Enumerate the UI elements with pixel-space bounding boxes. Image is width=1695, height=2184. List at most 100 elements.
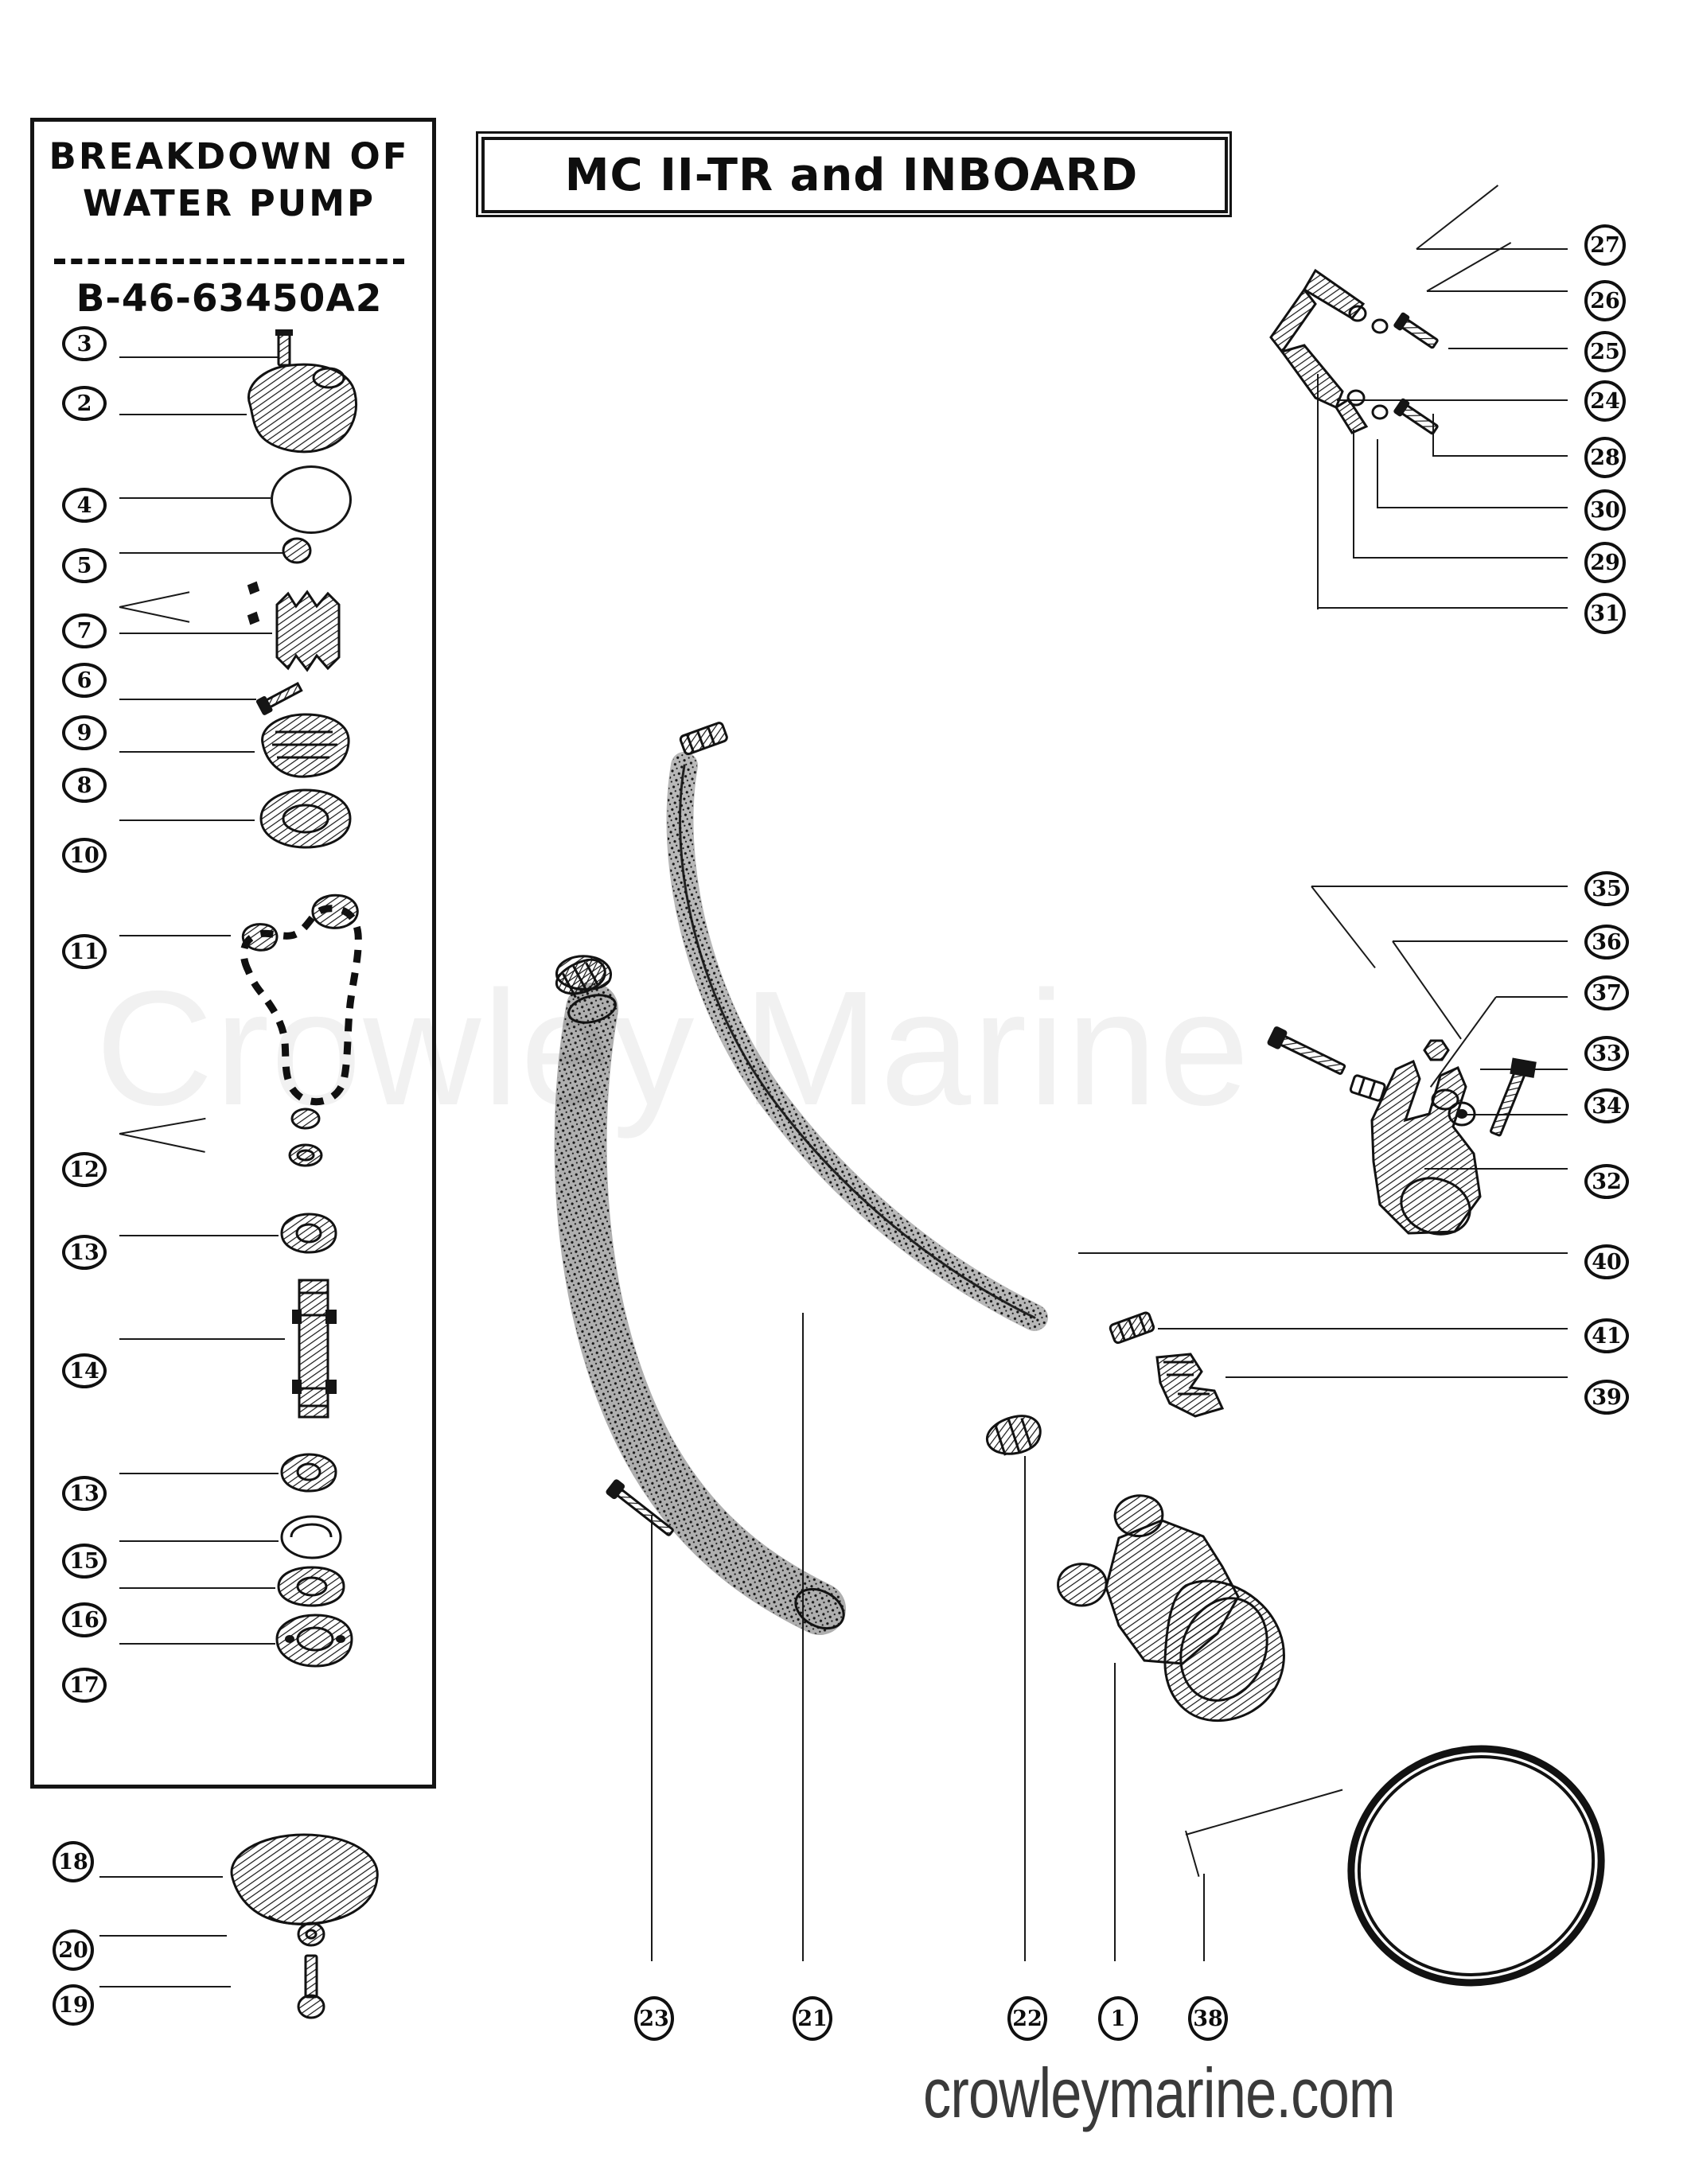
callout-34[interactable]: 34 (1584, 1088, 1629, 1123)
callout-20[interactable]: 20 (53, 1929, 94, 1971)
callout-13[interactable]: 13 (62, 1235, 107, 1270)
callout-17[interactable]: 17 (62, 1668, 107, 1703)
part-fasteners-cluster-top (1346, 305, 1439, 435)
leader-line (119, 552, 282, 554)
callout-41[interactable]: 41 (1584, 1318, 1629, 1353)
part-plug-5 (282, 537, 312, 564)
panel-title: BREAKDOWN OF WATER PUMP (30, 134, 428, 227)
leader-line (119, 414, 247, 415)
part-bolt-35 (1267, 1026, 1346, 1075)
leader-line (1448, 348, 1568, 349)
callout-1[interactable]: 1 (1098, 1996, 1138, 2041)
callout-11[interactable]: 11 (62, 934, 107, 969)
callout-32[interactable]: 32 (1584, 1164, 1629, 1199)
leader-line (1496, 996, 1568, 998)
part-fitting-upper-left (555, 955, 612, 991)
part-sleeve-14 (292, 1279, 337, 1419)
panel-title-line2: WATER PUMP (83, 181, 376, 224)
callout-27[interactable]: 27 (1584, 224, 1626, 266)
callout-35[interactable]: 35 (1584, 871, 1629, 906)
callout-38[interactable]: 38 (1188, 1996, 1228, 2041)
callout-18[interactable]: 18 (53, 1841, 94, 1882)
leader-line (1337, 399, 1568, 401)
leader-line (119, 497, 271, 499)
part-bracket-27 (1269, 268, 1369, 434)
leader-line (119, 356, 279, 358)
callout-36[interactable]: 36 (1584, 925, 1629, 960)
callout-23[interactable]: 23 (634, 1996, 674, 2041)
callout-14[interactable]: 14 (62, 1353, 107, 1388)
leader-line (99, 1935, 227, 1937)
leader-line (802, 1313, 804, 1961)
callout-21[interactable]: 21 (793, 1996, 832, 2041)
part-screw-23 (606, 1479, 674, 1536)
callout-39[interactable]: 39 (1584, 1380, 1629, 1415)
callout-8[interactable]: 8 (62, 768, 107, 803)
part-screw-9 (255, 681, 303, 715)
part-clamp-upper (679, 722, 728, 756)
callout-25[interactable]: 25 (1584, 331, 1626, 372)
callout-37[interactable]: 37 (1584, 975, 1629, 1010)
callout-33[interactable]: 33 (1584, 1036, 1629, 1071)
callout-19[interactable]: 19 (53, 1984, 94, 2026)
leader-line (119, 1338, 285, 1340)
leader-line (1424, 1168, 1568, 1170)
leader-line (1024, 1456, 1026, 1961)
callout-30[interactable]: 30 (1584, 489, 1626, 531)
callout-10[interactable]: 10 (62, 838, 107, 873)
callout-6[interactable]: 6 (62, 663, 107, 698)
part-washer-20 (297, 1921, 325, 1947)
callout-15[interactable]: 15 (62, 1544, 107, 1579)
part-retainer-13b (280, 1453, 337, 1493)
leader-line (1203, 1874, 1205, 1961)
leader-line (1416, 248, 1568, 250)
footer-watermark: crowleymarine.com (923, 2054, 1396, 2132)
part-washer-34 (1448, 1101, 1476, 1127)
main-title: MC II-TR and INBOARD (564, 149, 1139, 201)
leader-line (99, 1876, 223, 1878)
callout-4[interactable]: 4 (62, 488, 107, 523)
part-base-plate-17 (275, 1614, 353, 1668)
leader-line (119, 633, 272, 634)
leader-line (119, 1643, 275, 1645)
callout-9[interactable]: 9 (62, 715, 107, 750)
callout-31[interactable]: 31 (1584, 593, 1626, 634)
callout-7[interactable]: 7 (62, 613, 107, 648)
leader-line (1078, 1252, 1568, 1254)
leader-line (1114, 1663, 1116, 1961)
main-title-outer-border (476, 131, 1232, 217)
leader-line (119, 699, 256, 700)
part-water-pump-body-1 (1057, 1494, 1285, 1722)
part-gasket-10 (259, 788, 352, 849)
part-hose-40 (666, 752, 1048, 1331)
callout-29[interactable]: 29 (1584, 542, 1626, 583)
leader-line (1393, 940, 1568, 942)
part-sleeve-36 (1349, 1074, 1386, 1102)
leader-line (1456, 1114, 1568, 1115)
callout-3[interactable]: 3 (62, 326, 107, 361)
callout-12[interactable]: 12 (62, 1152, 107, 1187)
leader-line (1416, 185, 1499, 250)
leader-line (1377, 507, 1568, 508)
callout-22[interactable]: 22 (1007, 1996, 1047, 2041)
main-title-border (481, 137, 1228, 213)
leader-line (651, 1516, 653, 1961)
callout-13[interactable]: 13 (62, 1476, 107, 1511)
callout-28[interactable]: 28 (1584, 437, 1626, 478)
callout-2[interactable]: 2 (62, 386, 107, 421)
panel-title-line1: BREAKDOWN OF (49, 135, 410, 177)
leader-line (1311, 886, 1568, 887)
leader-line (1225, 1376, 1568, 1378)
part-clamp-22 (985, 1415, 1042, 1456)
callout-40[interactable]: 40 (1584, 1244, 1629, 1279)
callout-24[interactable]: 24 (1584, 380, 1626, 422)
callout-26[interactable]: 26 (1584, 280, 1626, 321)
callout-5[interactable]: 5 (62, 548, 107, 583)
leader-line (119, 1540, 279, 1542)
part-bolt-19 (297, 1954, 325, 2019)
leader-line (1427, 290, 1568, 292)
leader-line (1185, 1830, 1200, 1877)
callout-16[interactable]: 16 (62, 1602, 107, 1637)
part-seals-12 (288, 1108, 323, 1167)
leader-line (119, 751, 255, 753)
